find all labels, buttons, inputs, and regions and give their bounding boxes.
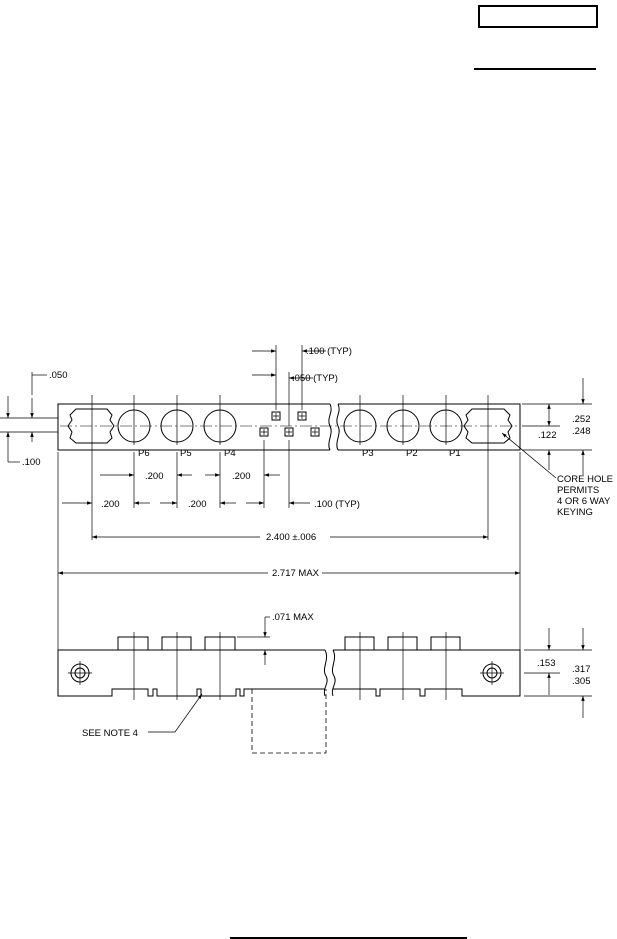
core-hole-left (67, 408, 115, 444)
see-note-callout: SEE NOTE 4 (82, 693, 203, 739)
core-hole-line-2: PERMITS (557, 485, 599, 496)
dim-200-c: .200 (101, 499, 120, 510)
test-squares (259, 411, 320, 437)
see-note-4: SEE NOTE 4 (82, 728, 138, 739)
left-offset-dims: .050 .100 (6, 370, 68, 468)
label-p2: P2 (406, 448, 418, 459)
dim-2400-group: 2.400 ±.006 (92, 532, 488, 543)
right-height-dims: .252 .248 .122 (538, 378, 591, 475)
dim-071: .071 MAX (272, 612, 314, 623)
top-view (0, 345, 592, 580)
label-p3: P3 (362, 448, 374, 459)
dim-100-typ-bottom: .100 (TYP) (314, 499, 360, 510)
dim-252: .252 (572, 414, 591, 425)
dim-100-typ-top: .100 (TYP) (306, 346, 352, 357)
side-view (57, 580, 592, 754)
dim-122: .122 (538, 430, 557, 441)
side-height-dims: .153 .317 .305 (537, 628, 591, 718)
core-hole-callout: CORE HOLE PERMITS 4 OR 6 WAY KEYING (501, 432, 613, 518)
page-number-box (478, 5, 598, 28)
dim-2717-group: 2.717 MAX (58, 568, 520, 579)
dim-2400: 2.400 ±.006 (266, 532, 316, 543)
top-pitch-dims: .100 (TYP) .050 (TYP) (252, 346, 352, 384)
dim-100-left: .100 (22, 457, 41, 468)
pitch-dims-row-1: .200 .200 (100, 471, 280, 482)
label-p1: P1 (449, 448, 461, 459)
label-p6: P6 (138, 448, 150, 459)
footer-rule (230, 937, 467, 939)
label-p4: P4 (224, 448, 236, 459)
dim-050: .050 (49, 370, 68, 381)
dim-050-typ: .050 (TYP) (292, 373, 338, 384)
dim-200-a: .200 (145, 471, 164, 482)
dim-200-b: .200 (232, 471, 251, 482)
dim-153: .153 (537, 658, 556, 669)
dim-317: .317 (572, 664, 591, 675)
pin-labels: P6 P5 P4 P3 P2 P1 (138, 448, 461, 459)
dim-248: .248 (572, 426, 591, 437)
header-rule (474, 68, 596, 70)
label-p5: P5 (180, 448, 192, 459)
core-hole-right (463, 408, 513, 444)
pitch-dims-row-2: .200 .200 .100 (TYP) (62, 499, 360, 510)
dim-200-d: .200 (188, 499, 207, 510)
dim-2717: 2.717 MAX (272, 568, 320, 579)
core-hole-line-1: CORE HOLE (557, 474, 613, 485)
dim-305: .305 (572, 676, 591, 687)
core-hole-line-3: 4 OR 6 WAY (557, 496, 611, 507)
dim-071-group: .071 MAX (263, 612, 314, 665)
core-hole-line-4: KEYING (557, 507, 593, 518)
